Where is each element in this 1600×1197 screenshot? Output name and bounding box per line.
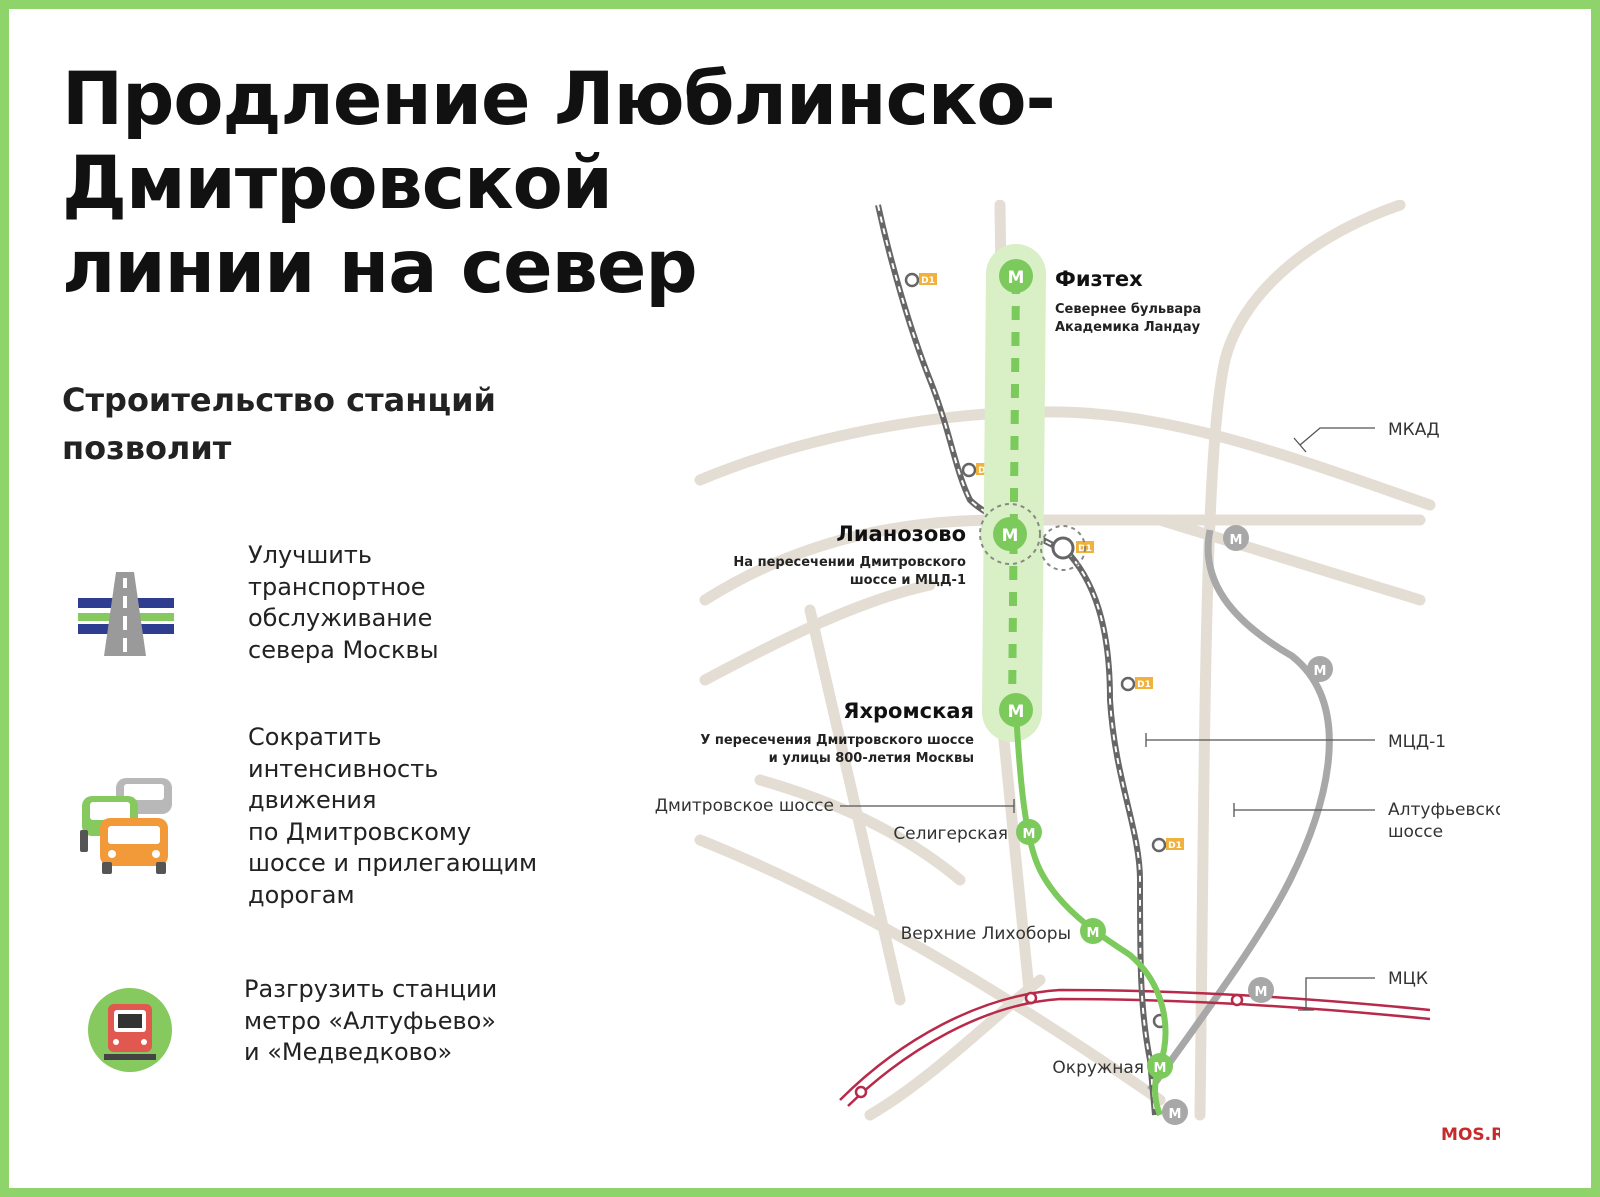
benefit-line: шоссе и прилегающим bbox=[248, 849, 538, 877]
station-lianozovo-label: Лианозово bbox=[836, 522, 966, 546]
svg-text:М: М bbox=[1008, 702, 1025, 722]
svg-text:М: М bbox=[1230, 533, 1243, 548]
route-map: D1 D1 D1 D1 D1 М М М М М М bbox=[655, 200, 1500, 1145]
benefits-heading-line-2: позволит bbox=[62, 429, 232, 467]
benefit-line: движения bbox=[248, 786, 377, 814]
mck-line bbox=[839, 988, 1431, 1107]
title-line-1: Продление Люблинско-Дмитровской bbox=[62, 57, 1056, 226]
benefit-line: метро «Алтуфьево» bbox=[244, 1006, 496, 1035]
benefit-metro-text: Разгрузить станции метро «Алтуфьево» и «… bbox=[244, 974, 497, 1069]
callout-mck: МЦК bbox=[1388, 969, 1428, 989]
station-lianozovo-note: На пересечении Дмитровского bbox=[733, 555, 966, 570]
svg-text:М: М bbox=[1154, 1061, 1167, 1076]
traffic-cars-icon bbox=[80, 778, 172, 874]
new-station-lianozovo-icon: М bbox=[993, 517, 1027, 551]
benefit-line: транспортное bbox=[248, 572, 426, 601]
station-fiztekh-note: Севернее бульвара bbox=[1055, 302, 1201, 317]
benefit-line: обслуживание bbox=[248, 604, 433, 632]
callout-mcd1: МЦД-1 bbox=[1388, 732, 1446, 752]
benefit-line: севера Москвы bbox=[248, 635, 439, 664]
benefit-transport-text: Улучшить транспортное обслуживание север… bbox=[248, 540, 439, 666]
svg-text:М: М bbox=[1023, 827, 1036, 842]
new-station-fiztekh-icon: М bbox=[999, 259, 1033, 293]
callout-mkad: МКАД bbox=[1388, 420, 1440, 440]
station-verkhnie-likhobory-icon: М bbox=[1080, 918, 1106, 944]
mcd1-transfer-ring bbox=[1040, 525, 1086, 571]
station-lianozovo-note: шоссе и МЦД-1 bbox=[850, 573, 966, 588]
station-okruzhnaya-icon: М bbox=[1147, 1053, 1173, 1079]
benefit-line: по Дмитровскому bbox=[248, 817, 472, 846]
svg-text:D1: D1 bbox=[1168, 841, 1182, 851]
page-title: Продление Люблинско-Дмитровской линии на… bbox=[62, 58, 1562, 310]
callout-altufyevskoe-1: Алтуфьевское bbox=[1388, 800, 1500, 820]
benefit-line: Улучшить bbox=[248, 541, 373, 569]
benefit-line: Сократить bbox=[248, 723, 382, 751]
mcd1-rail-dash bbox=[877, 204, 1156, 1116]
benefits-heading: Строительство станций позволит bbox=[62, 376, 522, 472]
callout-dmitrovskoe: Дмитровское шоссе bbox=[655, 796, 834, 816]
mck-stations bbox=[854, 991, 1244, 1099]
svg-text:М: М bbox=[1314, 664, 1327, 679]
highway-interchange-icon bbox=[78, 572, 174, 656]
new-station-yakhromskaya-icon: М bbox=[999, 693, 1033, 727]
benefits-heading-line-1: Строительство станций bbox=[62, 381, 496, 419]
station-yakhromskaya-note: и улицы 800-летия Москвы bbox=[769, 751, 974, 766]
metro-line-gray bbox=[1147, 529, 1333, 1093]
station-fiztekh-label: Физтех bbox=[1055, 267, 1143, 291]
gray-metro-stations: М М М М bbox=[1162, 525, 1333, 1125]
brand-logo: MOS.RU bbox=[1441, 1125, 1500, 1145]
station-fiztekh-note: Академика Ландау bbox=[1055, 320, 1201, 335]
benefit-line: Разгрузить станции bbox=[244, 975, 498, 1003]
svg-text:D1: D1 bbox=[1137, 680, 1151, 690]
svg-text:М: М bbox=[1002, 526, 1019, 546]
callout-leaders bbox=[840, 427, 1375, 1011]
metro-train-icon bbox=[88, 988, 172, 1072]
station-yakhromskaya-label: Яхромская bbox=[843, 699, 974, 723]
station-okruzhnaya-label: Окружная bbox=[1052, 1058, 1144, 1078]
svg-text:М: М bbox=[1008, 268, 1025, 288]
mcd1-stations bbox=[904, 272, 1168, 1029]
benefit-line: интенсивность bbox=[248, 754, 439, 783]
benefit-line: дорогам bbox=[248, 880, 355, 909]
svg-text:М: М bbox=[1255, 985, 1268, 1000]
svg-text:М: М bbox=[1087, 926, 1100, 941]
station-seligerskaya-icon: М bbox=[1016, 819, 1042, 845]
title-line-2: линии на север bbox=[62, 225, 698, 310]
planned-line bbox=[1008, 279, 1020, 713]
benefit-traffic-text: Сократить интенсивность движения по Дмит… bbox=[248, 722, 537, 911]
station-verkhnie-likhobory-label: Верхние Лихоборы bbox=[901, 924, 1071, 944]
station-yakhromskaya-note: У пересечения Дмитровского шоссе bbox=[700, 733, 974, 748]
svg-text:М: М bbox=[1169, 1107, 1182, 1122]
station-seligerskaya-label: Селигерская bbox=[893, 824, 1008, 844]
svg-text:D1: D1 bbox=[921, 276, 935, 286]
lianozovo-mcd1-station bbox=[1051, 536, 1075, 560]
callout-altufyevskoe-2: шоссе bbox=[1388, 822, 1443, 842]
benefit-line: и «Медведково» bbox=[244, 1038, 453, 1066]
